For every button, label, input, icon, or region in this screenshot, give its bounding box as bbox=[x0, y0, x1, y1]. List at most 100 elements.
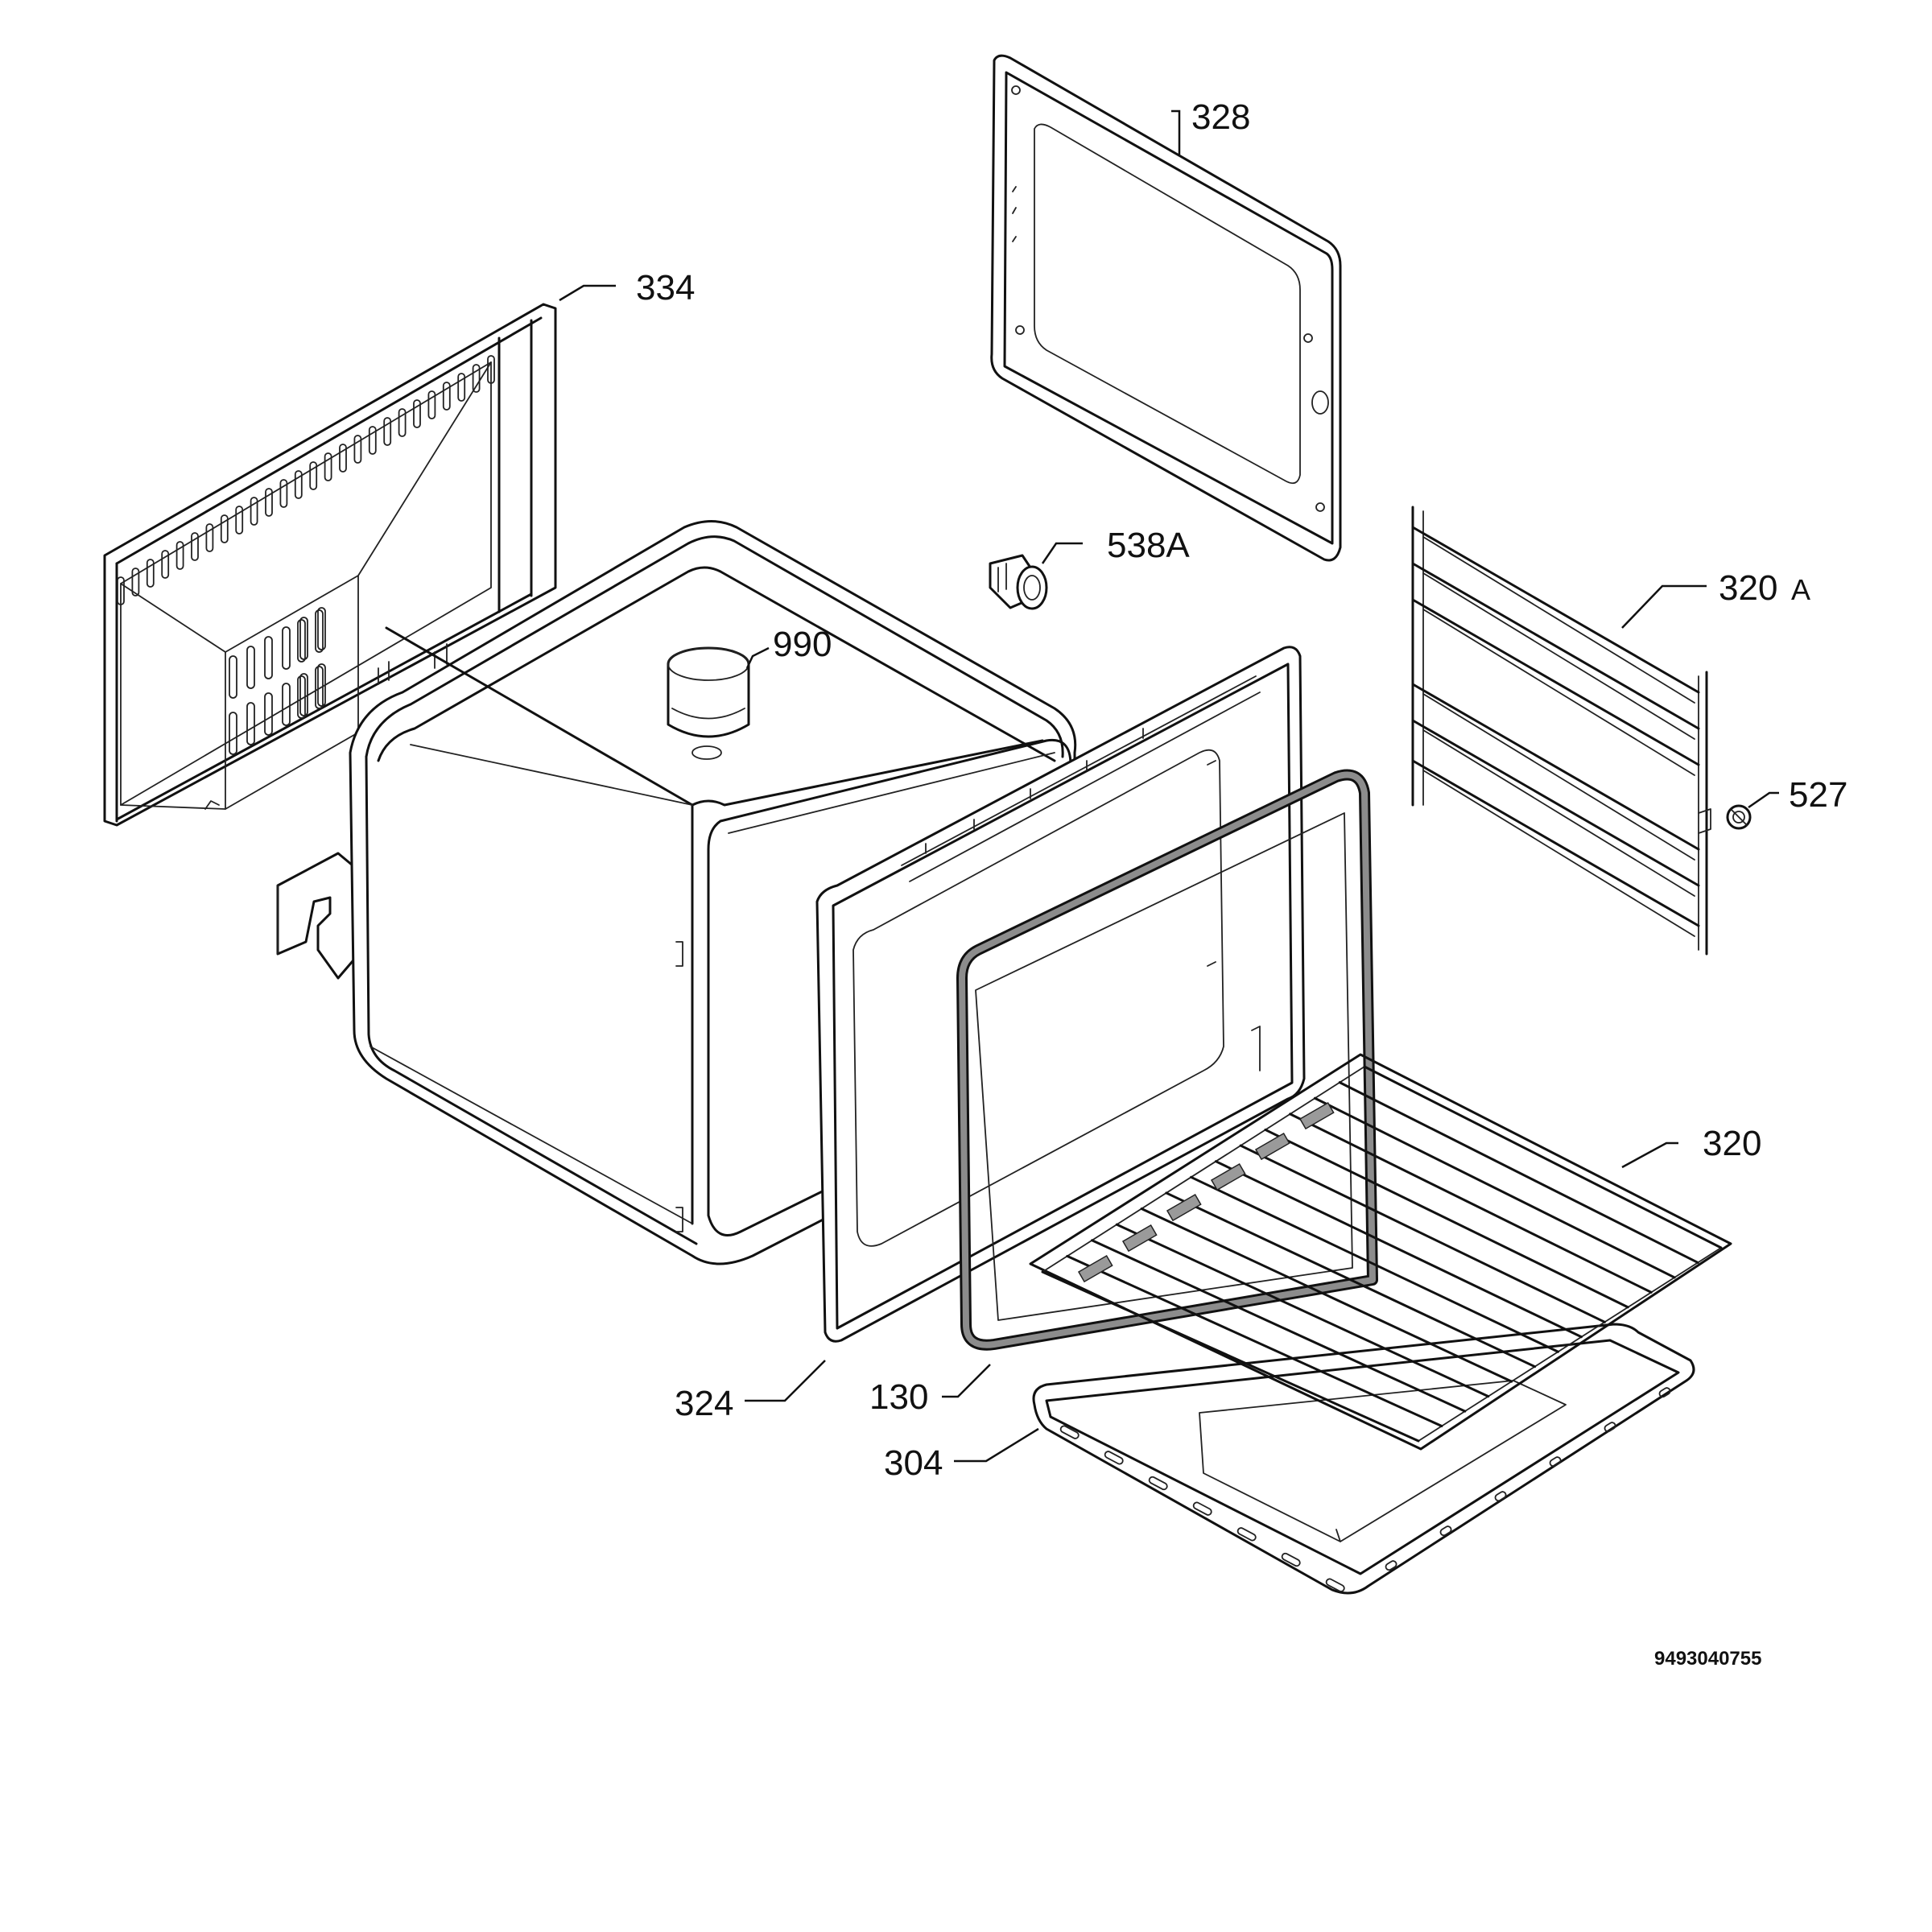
leader-130 bbox=[942, 1364, 991, 1398]
shelf-outer-frame bbox=[1029, 1053, 1732, 1451]
shelf-support bbox=[1298, 1101, 1335, 1130]
vent-slot bbox=[265, 488, 273, 517]
part-324-front-frame bbox=[815, 646, 1306, 1343]
shelf-wire bbox=[1239, 1144, 1606, 1323]
tray-edge-slots bbox=[1059, 1387, 1671, 1592]
runner-rail-lower bbox=[1422, 729, 1695, 897]
vent-slot bbox=[229, 655, 237, 699]
vent-slot bbox=[282, 626, 291, 670]
vent-slot bbox=[146, 559, 155, 588]
part-320a-side-runner bbox=[1411, 506, 1711, 956]
leader-304 bbox=[954, 1427, 1039, 1463]
part-538a-lamp-holder bbox=[989, 554, 1048, 610]
shelf-wire bbox=[1214, 1160, 1583, 1339]
tray-slot bbox=[1281, 1552, 1301, 1567]
callout-527: 527 bbox=[1789, 775, 1847, 815]
leader-320a bbox=[1621, 584, 1707, 629]
leader-990 bbox=[745, 646, 770, 669]
vent-slot bbox=[175, 541, 184, 570]
shelf-wire bbox=[1041, 1270, 1420, 1443]
callout-320a-number: 320 bbox=[1719, 568, 1777, 608]
shelf-support bbox=[1166, 1193, 1202, 1222]
shelf-wire bbox=[1289, 1113, 1653, 1294]
vent-slot bbox=[317, 663, 326, 707]
vent-slot bbox=[487, 355, 495, 384]
leader-527 bbox=[1748, 791, 1779, 809]
vent-slot bbox=[457, 373, 466, 402]
document-number: 9493040755 bbox=[1654, 1648, 1761, 1670]
callout-334: 334 bbox=[636, 268, 695, 308]
vent-slot bbox=[427, 390, 436, 419]
vent-slot bbox=[161, 550, 170, 579]
vent-slot bbox=[472, 364, 481, 393]
vent-slot bbox=[413, 399, 421, 428]
vent-slot bbox=[191, 532, 199, 561]
shelf-wire bbox=[1091, 1239, 1467, 1413]
vent-slot bbox=[250, 497, 258, 526]
part-334-rear-panel bbox=[103, 303, 557, 827]
vent-slot bbox=[282, 683, 291, 726]
vent-slot bbox=[368, 426, 377, 455]
vent-slot bbox=[324, 452, 332, 481]
vent-slot bbox=[131, 568, 140, 597]
vent-slot bbox=[246, 702, 255, 745]
runner-rail bbox=[1411, 598, 1700, 766]
runner-rail bbox=[1411, 759, 1700, 927]
runner-rail-lower bbox=[1422, 770, 1695, 937]
vent-slot bbox=[220, 514, 229, 543]
callout-labels: 328 334 538A 990 320 A 527 320 324 130 3… bbox=[636, 97, 1847, 1670]
tray-slot bbox=[1658, 1387, 1671, 1398]
tray-slot bbox=[1192, 1501, 1212, 1516]
vent-slot bbox=[309, 461, 318, 490]
callout-320: 320 bbox=[1703, 1124, 1761, 1163]
part-990-fan-motor bbox=[667, 646, 750, 760]
vent-slot bbox=[339, 444, 347, 473]
shelf-support bbox=[1121, 1224, 1158, 1253]
shelf-wire bbox=[1190, 1175, 1560, 1353]
leader-lines bbox=[559, 109, 1779, 1463]
tray-slot bbox=[1494, 1491, 1507, 1502]
shelf-support bbox=[1210, 1162, 1246, 1191]
tray-slot bbox=[1236, 1527, 1257, 1542]
shelf-support bbox=[1254, 1132, 1290, 1161]
runner-rail-lower bbox=[1422, 693, 1695, 861]
vent-slot bbox=[315, 666, 324, 709]
vent-slot bbox=[442, 382, 451, 411]
vent-slot bbox=[279, 479, 288, 508]
vent-slot bbox=[264, 692, 273, 736]
leader-334 bbox=[559, 284, 616, 302]
shelf-wire bbox=[1140, 1208, 1513, 1383]
vent-slot bbox=[246, 646, 255, 689]
callout-130: 130 bbox=[869, 1377, 928, 1417]
runner-rail bbox=[1411, 683, 1700, 851]
callout-538a: 538A bbox=[1107, 526, 1190, 565]
tray-slot bbox=[1148, 1476, 1168, 1491]
leader-320 bbox=[1621, 1141, 1678, 1169]
shelf-support bbox=[1077, 1254, 1113, 1283]
leader-324 bbox=[745, 1360, 826, 1402]
vent-slot bbox=[297, 619, 306, 663]
shelf-wire bbox=[1165, 1191, 1537, 1368]
vent-slot bbox=[299, 673, 308, 716]
vent-slot bbox=[297, 675, 306, 719]
vent-slot bbox=[205, 523, 214, 552]
runner-clip bbox=[1698, 808, 1711, 834]
vent-slot bbox=[317, 607, 326, 650]
callout-320a-suffix: A bbox=[1791, 573, 1810, 606]
tray-slot bbox=[1439, 1525, 1452, 1537]
part-328-top-frame bbox=[990, 54, 1342, 562]
tray-slot bbox=[1604, 1422, 1616, 1433]
runner-rail-lower bbox=[1422, 609, 1695, 776]
tray-slot bbox=[1104, 1451, 1124, 1465]
leader-328 bbox=[1171, 109, 1181, 155]
runner-rail bbox=[1411, 526, 1700, 694]
callout-304: 304 bbox=[884, 1443, 943, 1483]
vent-slot bbox=[229, 712, 237, 755]
tray-slot bbox=[1325, 1578, 1345, 1592]
shelf-wire bbox=[1363, 1065, 1723, 1249]
callout-324: 324 bbox=[675, 1384, 733, 1423]
vent-slot bbox=[398, 408, 407, 437]
shelf-wire bbox=[1115, 1223, 1490, 1398]
shelf-wire bbox=[1066, 1254, 1443, 1428]
